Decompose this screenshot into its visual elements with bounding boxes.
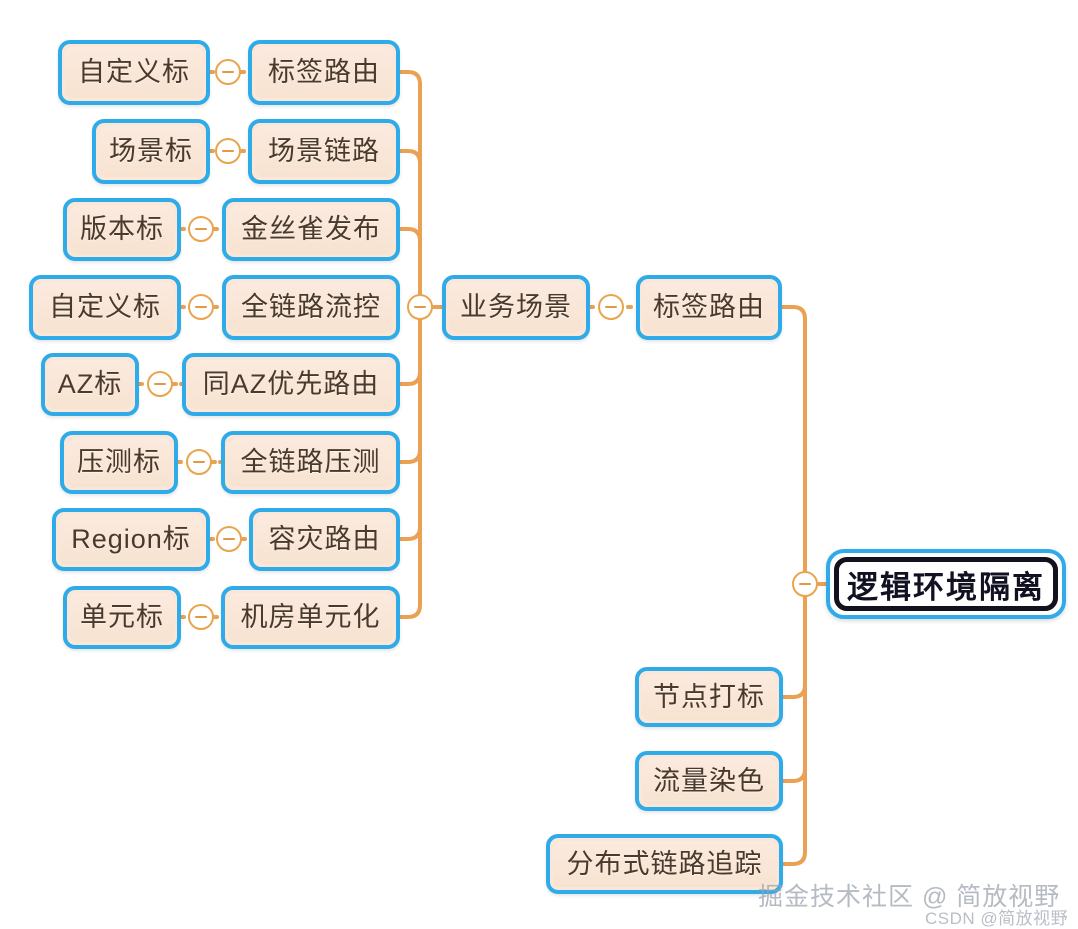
node-label: 全链路流控 [241, 292, 381, 322]
node-label: 场景链路 [268, 136, 380, 166]
node-label: 同AZ优先路由 [202, 369, 380, 399]
minus-circle-icon-tag-2[interactable] [188, 216, 214, 242]
minus-circle-icon-tag-5[interactable] [186, 449, 212, 475]
node-right-3[interactable]: 分布式链路追踪 [546, 834, 783, 894]
node-label: 单元标 [80, 602, 164, 632]
node-label: 业务场景 [460, 292, 572, 322]
watermark-primary: 掘金技术社区 @ 简放视野 [758, 883, 1061, 911]
node-label: 金丝雀发布 [241, 214, 381, 244]
node-right-1[interactable]: 节点打标 [635, 667, 783, 727]
root-node[interactable]: 逻辑环境隔离 [826, 549, 1066, 619]
node-right-2[interactable]: 流量染色 [635, 751, 783, 811]
minus-circle-icon-right-trunk[interactable] [792, 571, 818, 597]
minus-circle-icon-left-trunk[interactable] [407, 294, 433, 320]
root-label: 逻辑环境隔离 [847, 569, 1045, 605]
node-feature-5[interactable]: 全链路压测 [221, 431, 400, 494]
node-label: 自定义标 [49, 292, 161, 322]
minus-circle-icon-tag-6[interactable] [216, 526, 242, 552]
node-tag-4[interactable]: AZ标 [41, 353, 139, 416]
node-label: Region标 [71, 524, 191, 554]
minus-circle-icon-tag-7[interactable] [188, 604, 214, 630]
node-tag-7[interactable]: 单元标 [63, 586, 181, 649]
node-label: 标签路由 [653, 292, 765, 322]
node-feature-2[interactable]: 金丝雀发布 [222, 198, 400, 261]
node-feature-6[interactable]: 容灾路由 [249, 508, 400, 571]
node-feature-7[interactable]: 机房单元化 [221, 586, 400, 649]
node-tag-5[interactable]: 压测标 [60, 431, 178, 494]
node-feature-3[interactable]: 全链路流控 [222, 275, 400, 340]
watermark-secondary: CSDN @简放视野 [925, 909, 1069, 928]
node-feature-1[interactable]: 场景链路 [248, 119, 400, 184]
minus-circle-icon-tag-4[interactable] [147, 371, 173, 397]
node-tag-1[interactable]: 场景标 [92, 119, 210, 184]
node-label: 标签路由 [268, 57, 380, 87]
node-right-0[interactable]: 标签路由 [636, 275, 782, 340]
minus-circle-icon-tag-1[interactable] [215, 138, 241, 164]
node-label: 分布式链路追踪 [566, 848, 763, 879]
node-hub-business-scenario[interactable]: 业务场景 [442, 275, 590, 340]
root-inner-frame: 逻辑环境隔离 [834, 557, 1058, 611]
node-tag-6[interactable]: Region标 [52, 508, 210, 571]
node-feature-4[interactable]: 同AZ优先路由 [182, 353, 400, 416]
node-label: 机房单元化 [240, 602, 381, 632]
minus-circle-icon-tag-3[interactable] [188, 294, 214, 320]
minus-circle-icon-hub[interactable] [598, 294, 624, 320]
node-label: 节点打标 [653, 681, 765, 712]
node-label: 压测标 [77, 447, 161, 477]
node-label: 容灾路由 [268, 524, 381, 554]
node-label: 场景标 [109, 136, 193, 166]
minus-circle-icon-tag-0[interactable] [215, 59, 241, 85]
node-tag-3[interactable]: 自定义标 [29, 275, 181, 340]
node-label: 自定义标 [78, 57, 190, 87]
node-label: 全链路压测 [240, 447, 381, 477]
node-tag-0[interactable]: 自定义标 [58, 40, 210, 105]
node-label: 流量染色 [653, 765, 765, 796]
node-feature-0[interactable]: 标签路由 [248, 40, 400, 105]
node-label: 版本标 [80, 214, 164, 244]
node-label: AZ标 [57, 369, 123, 399]
node-tag-2[interactable]: 版本标 [63, 198, 181, 261]
